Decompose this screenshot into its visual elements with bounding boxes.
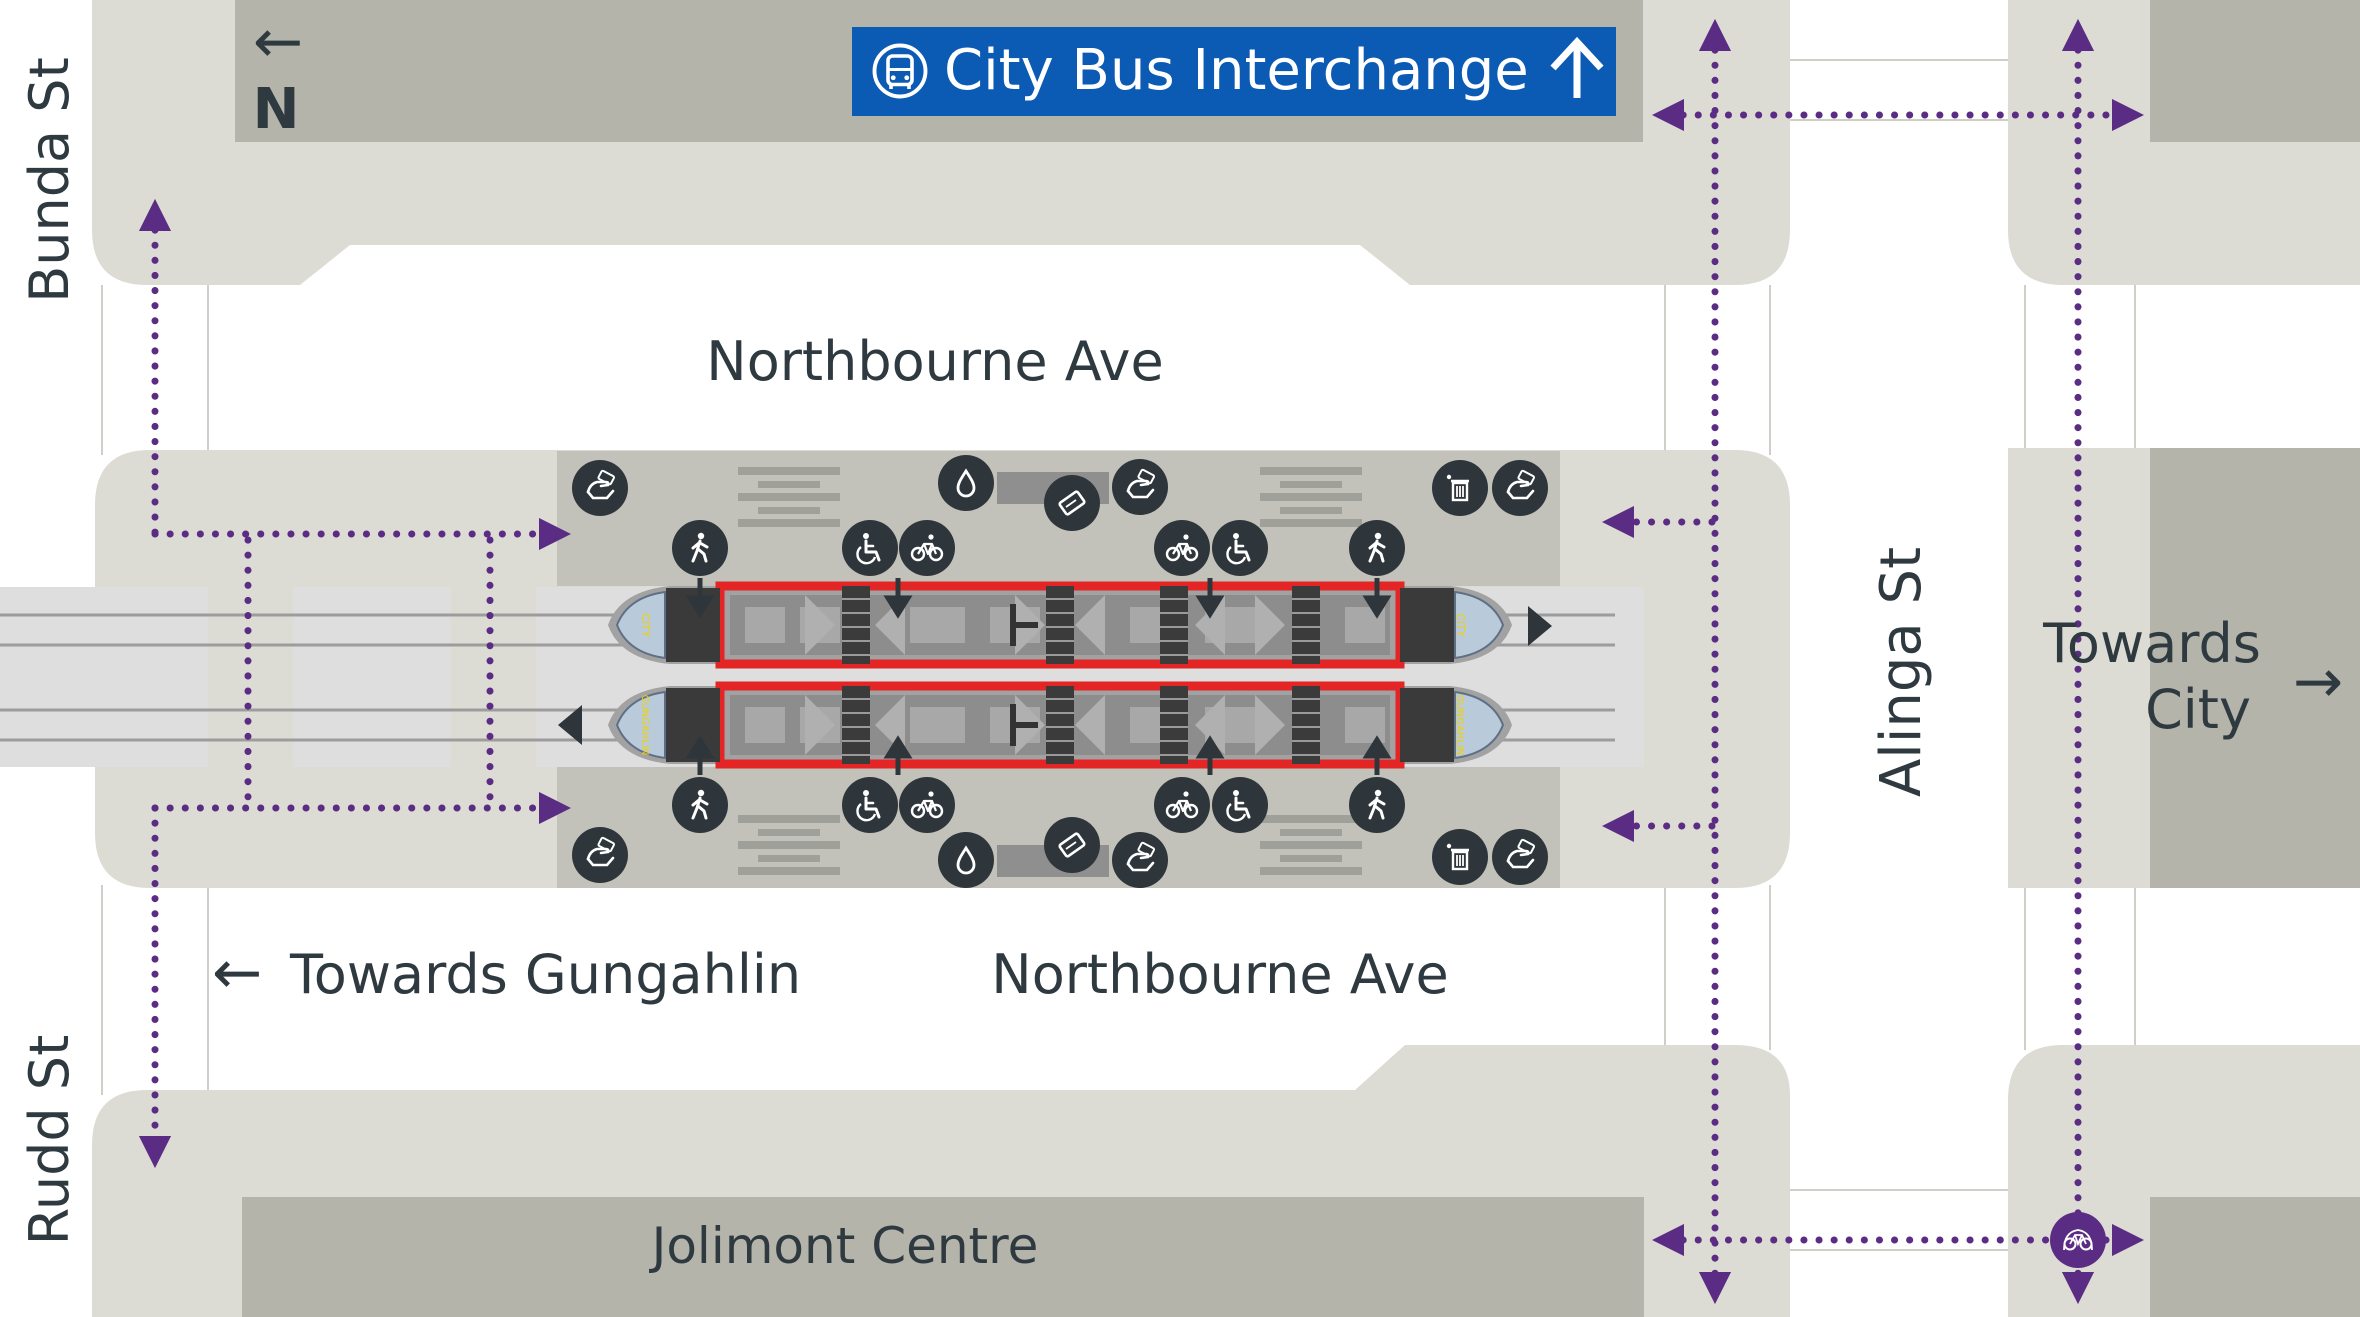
bicycle-icon bbox=[1154, 520, 1210, 576]
bicycle-icon bbox=[899, 777, 955, 833]
tap-card-icon bbox=[1112, 832, 1168, 888]
tap-card-icon bbox=[1112, 459, 1168, 515]
benches bbox=[738, 467, 1362, 875]
tram-north-destination-rear: CITY bbox=[1454, 613, 1467, 638]
tram-south-destination-rear: GUNGAHLIN bbox=[1454, 695, 1465, 756]
tap-card-icon bbox=[572, 827, 628, 883]
bus-interchange-sign: City Bus Interchange bbox=[852, 27, 1616, 116]
tram-north-direction-arrow bbox=[1528, 606, 1552, 646]
compass-arrow-icon: ← bbox=[253, 7, 303, 77]
pedestrian-icon bbox=[672, 777, 728, 833]
bicycle-icon bbox=[1154, 777, 1210, 833]
street-label-rudd: Rudd St bbox=[18, 1035, 81, 1246]
street-label-alinga: Alinga St bbox=[1869, 547, 1934, 797]
arrow-right-icon: → bbox=[2293, 647, 2343, 717]
tram-south-destination: GUNGAHLIN bbox=[639, 695, 650, 756]
ticket-machine-icon bbox=[1044, 817, 1100, 873]
arrow-up-icon bbox=[1550, 36, 1604, 98]
pedestrian-icon bbox=[1349, 520, 1405, 576]
landmark-jolimont-centre: Jolimont Centre bbox=[649, 1217, 1039, 1275]
arrow-left-icon: ← bbox=[212, 938, 262, 1008]
bin-icon bbox=[1432, 829, 1488, 885]
tap-card-icon bbox=[1492, 829, 1548, 885]
wheelchair-icon bbox=[1212, 520, 1268, 576]
facility-icons bbox=[572, 455, 1548, 888]
street-label-northbourne-north: Northbourne Ave bbox=[706, 330, 1163, 393]
bus-sign-text: City Bus Interchange bbox=[944, 38, 1529, 103]
tap-card-icon bbox=[572, 460, 628, 516]
tram-south: GUNGAHLIN GUNGAHLIN bbox=[558, 686, 1512, 764]
pedestrian-icon bbox=[672, 520, 728, 576]
buildings bbox=[235, 0, 2360, 1317]
wheelchair-icon bbox=[842, 520, 898, 576]
towards-city-line1: Towards bbox=[2042, 612, 2261, 675]
towards-city-line2: City bbox=[2145, 678, 2251, 741]
tram-north-destination: CITY bbox=[639, 613, 652, 638]
compass: ← N bbox=[253, 7, 304, 142]
street-label-bunda: Bunda St bbox=[18, 57, 81, 302]
bike-parking-icon bbox=[2050, 1212, 2106, 1268]
drinking-water-icon bbox=[938, 832, 994, 888]
tram-south-direction-arrow bbox=[558, 705, 582, 745]
wheelchair-icon bbox=[842, 777, 898, 833]
ticket-machine-icon bbox=[1044, 475, 1100, 531]
bin-icon bbox=[1432, 460, 1488, 516]
towards-gungahlin-label: Towards Gungahlin bbox=[289, 943, 801, 1006]
wheelchair-icon bbox=[1212, 777, 1268, 833]
tap-card-icon bbox=[1492, 460, 1548, 516]
drinking-water-icon bbox=[938, 455, 994, 511]
street-label-northbourne-south: Northbourne Ave bbox=[991, 943, 1448, 1006]
pedestrian-icon bbox=[1349, 777, 1405, 833]
bicycle-icon bbox=[899, 520, 955, 576]
boarding-arrows bbox=[685, 578, 1392, 775]
walking-routes bbox=[138, 18, 2145, 1305]
compass-label: N bbox=[253, 77, 300, 142]
tram-north: CITY CITY bbox=[608, 586, 1552, 664]
